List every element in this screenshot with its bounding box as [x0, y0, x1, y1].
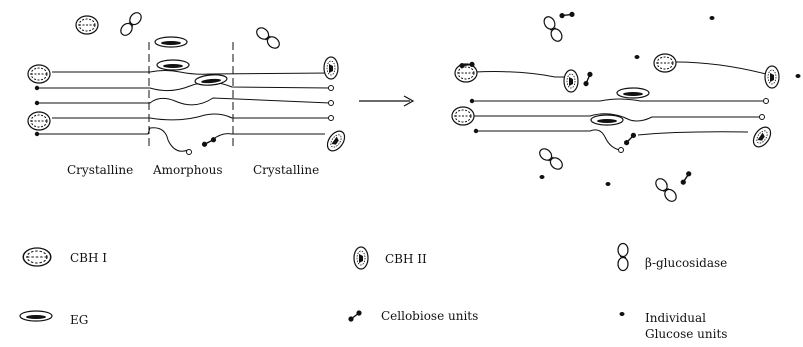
- cellobiose-icon: [621, 131, 639, 147]
- left-panel: Crystalline Amorphous Crystalline: [27, 9, 349, 177]
- r-chain-1: [474, 71, 568, 78]
- legend-item-eg: EG: [19, 310, 88, 327]
- r-chain-4: [473, 113, 761, 122]
- legend-label-cbh1: CBH I: [70, 251, 107, 265]
- r-chain-3: [473, 98, 765, 102]
- bglu-icon: [253, 24, 283, 52]
- cbh1-icon: [27, 111, 51, 131]
- glucose-icon: [634, 55, 640, 59]
- legend: CBH I CBH II β-glucosidase EG Cellobiose…: [19, 242, 727, 341]
- glucose-icon: [619, 312, 625, 316]
- legend-label-cellobiose: Cellobiose units: [381, 309, 478, 323]
- right-panel: [451, 6, 801, 205]
- cellobiose-icon: [578, 70, 598, 88]
- hydrolyzed-chains: [469, 61, 771, 153]
- chain-5b: [211, 133, 325, 141]
- cellobiose-icon: [677, 169, 695, 187]
- legend-item-cellobiose: Cellobiose units: [347, 309, 478, 323]
- eg-icon: [154, 36, 188, 48]
- chain-1: [52, 70, 331, 75]
- bglu-icon: [536, 145, 566, 173]
- legend-label-bglu: β-glucosidase: [645, 256, 727, 270]
- legend-item-glucose: Individual Glucose units: [619, 311, 727, 341]
- eg-icon: [19, 310, 53, 322]
- cbh1-icon: [454, 63, 478, 83]
- legend-item-cbh2: CBH II: [353, 246, 427, 270]
- label-amorphous: Amorphous: [152, 163, 223, 177]
- eg-icon: [156, 59, 190, 71]
- eg-icon: [194, 73, 228, 87]
- eg-icon: [590, 114, 624, 126]
- chain-4: [52, 113, 330, 121]
- chain-2: [37, 81, 331, 92]
- glucose-icon: [539, 175, 545, 179]
- cbh1-icon: [75, 15, 99, 35]
- label-crystalline-left: Crystalline: [67, 163, 133, 177]
- cbh1-icon: [22, 247, 52, 267]
- cbh2-icon: [323, 127, 349, 155]
- cbh1-icon: [27, 64, 51, 84]
- chain-5: [37, 127, 189, 152]
- legend-label-glucose-2: Glucose units: [645, 327, 727, 341]
- bglu-icon: [117, 9, 145, 39]
- bglu-icon: [541, 14, 565, 44]
- r-chain-5b: [637, 131, 749, 136]
- process-arrow: [359, 95, 415, 107]
- cbh2-icon: [749, 123, 775, 151]
- cellulose-chains: [34, 70, 334, 155]
- legend-label-cbh2: CBH II: [385, 252, 427, 266]
- cellobiose-icon: [347, 309, 363, 323]
- bglu-icon: [617, 242, 629, 272]
- cbh2-icon: [323, 56, 339, 80]
- cellobiose-icon: [200, 134, 218, 150]
- legend-item-cbh1: CBH I: [22, 247, 107, 267]
- cbh2-icon: [353, 246, 369, 270]
- cbh2-icon: [563, 69, 579, 93]
- cbh1-icon: [451, 106, 475, 126]
- chain-3: [37, 97, 331, 106]
- legend-label-eg: EG: [70, 313, 88, 327]
- glucose-icon: [709, 16, 715, 20]
- r-chain-5: [476, 129, 621, 151]
- cellobiose-icon: [557, 6, 577, 24]
- glucose-icon: [795, 74, 801, 78]
- eg-icon: [616, 87, 650, 99]
- label-crystalline-right: Crystalline: [253, 163, 319, 177]
- legend-item-bglu: β-glucosidase: [617, 242, 727, 272]
- cbh1-icon: [653, 53, 677, 73]
- legend-label-glucose-1: Individual: [645, 311, 706, 325]
- glucose-icon: [605, 182, 611, 186]
- cbh2-icon: [764, 65, 780, 89]
- r-chain-2: [675, 61, 771, 76]
- bglu-icon: [652, 175, 680, 205]
